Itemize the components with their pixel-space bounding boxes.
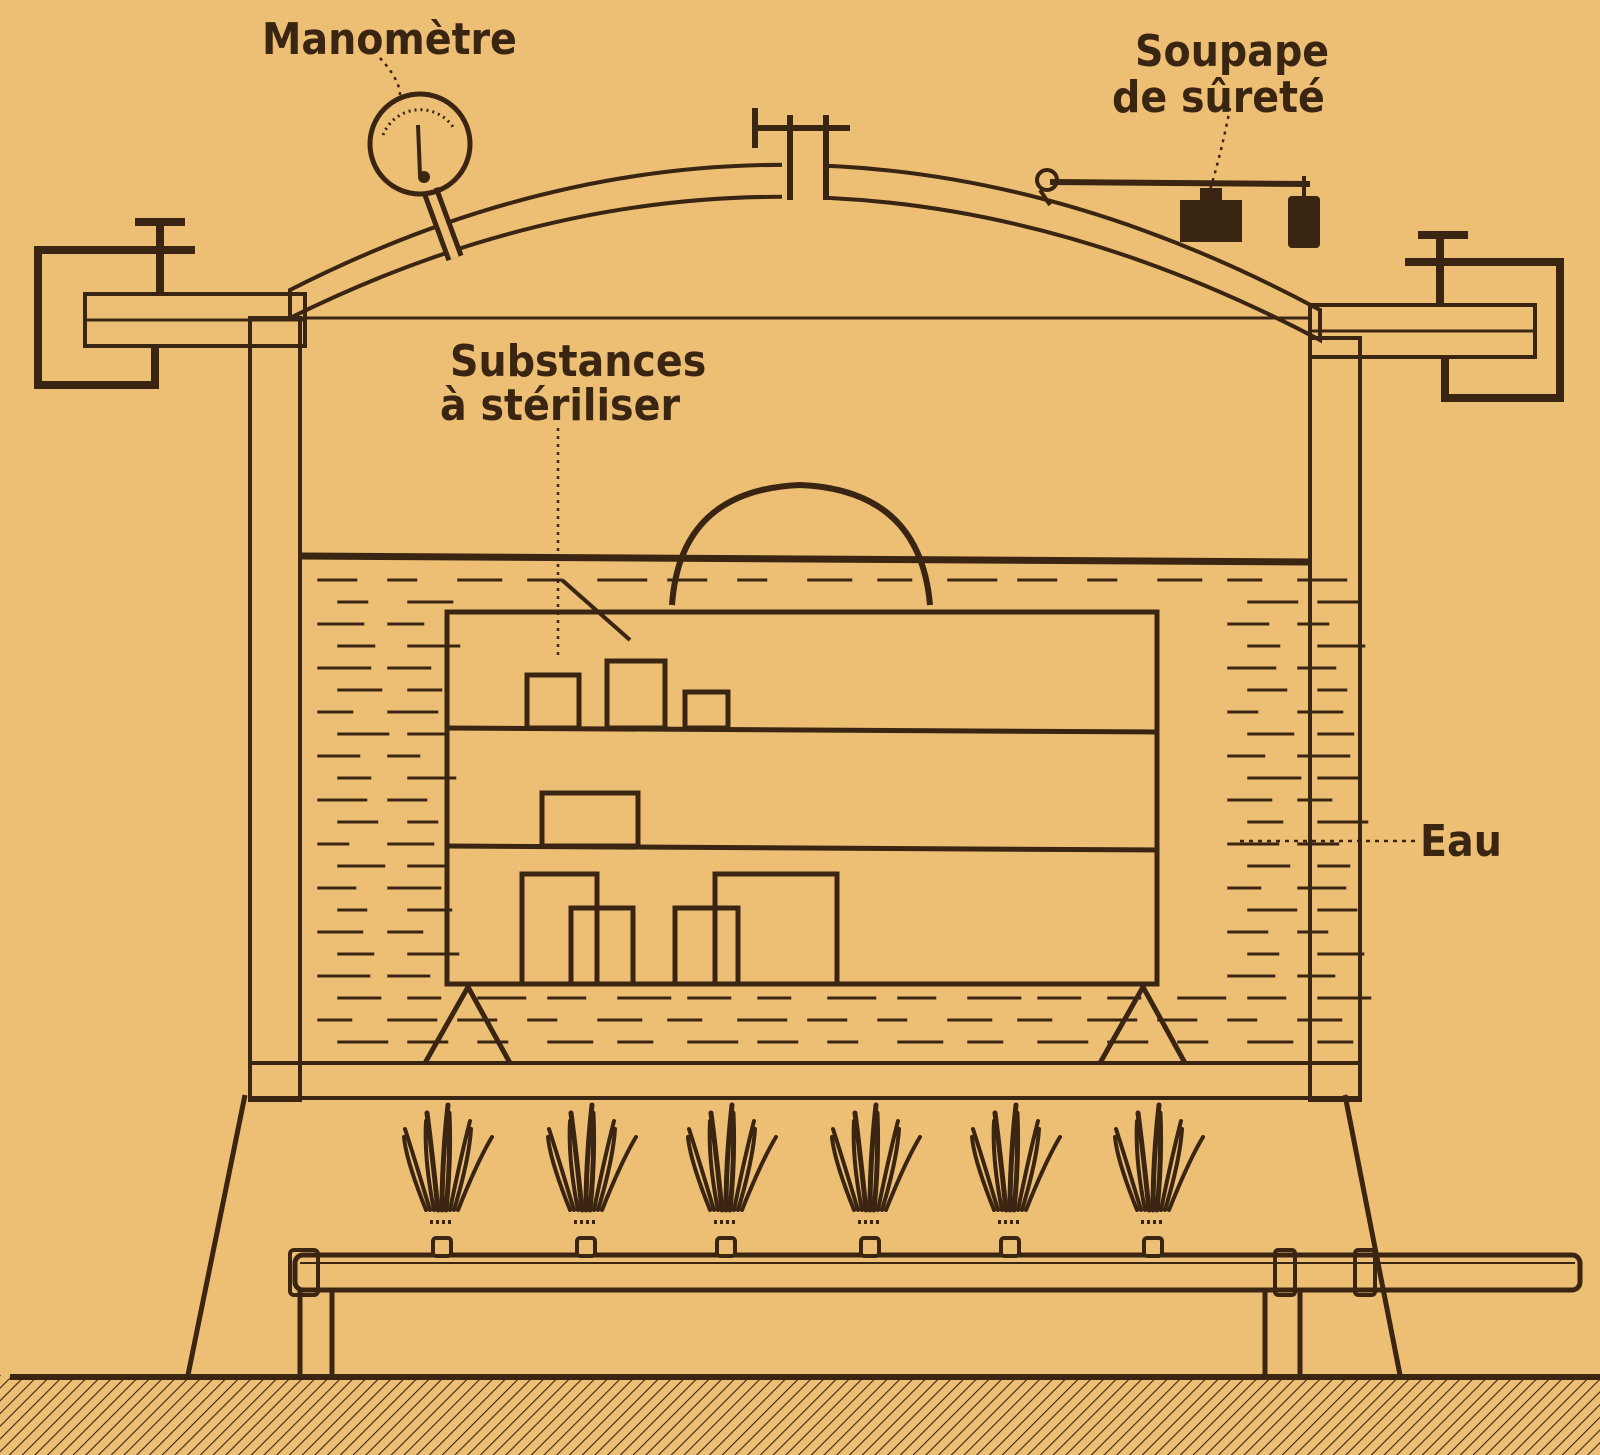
- vessel-wall: [248, 316, 1362, 1102]
- gas-burner-pipe: [288, 1236, 1583, 1375]
- flame-icon: [686, 1102, 778, 1224]
- ground: [0, 1374, 1600, 1455]
- label-manometre: Manomètre: [262, 14, 517, 65]
- burner-nozzle: [575, 1236, 597, 1258]
- manometre-gauge-icon: [367, 57, 473, 262]
- label-substances-line2: à stériliser: [440, 380, 680, 431]
- label-soupape-line2: de sûreté: [1112, 72, 1325, 123]
- flame-icon: [402, 1102, 494, 1224]
- burner-nozzle: [715, 1236, 737, 1258]
- flame-icon: [546, 1102, 638, 1224]
- flame-icon: [1113, 1102, 1205, 1224]
- left-flange: [34, 218, 307, 389]
- burner-nozzle: [859, 1236, 881, 1258]
- burner-nozzle: [999, 1236, 1021, 1258]
- top-valve: [752, 108, 850, 212]
- water: [299, 552, 1372, 1044]
- burner-nozzle: [1142, 1236, 1164, 1258]
- label-substances-line1: Substances: [450, 336, 706, 387]
- safety-valve-icon: [1035, 107, 1320, 248]
- furnace-base: [185, 1094, 1403, 1376]
- label-eau: Eau: [1420, 816, 1502, 867]
- flame-icon: [830, 1102, 922, 1224]
- burner-flames: [402, 1102, 1205, 1224]
- sterilizer-basket: [422, 428, 1188, 1065]
- burner-nozzle: [431, 1236, 453, 1258]
- label-soupape-line1: Soupape: [1135, 26, 1329, 77]
- flame-icon: [970, 1102, 1062, 1224]
- lid-dome: [288, 162, 1322, 344]
- right-flange: [1308, 231, 1564, 402]
